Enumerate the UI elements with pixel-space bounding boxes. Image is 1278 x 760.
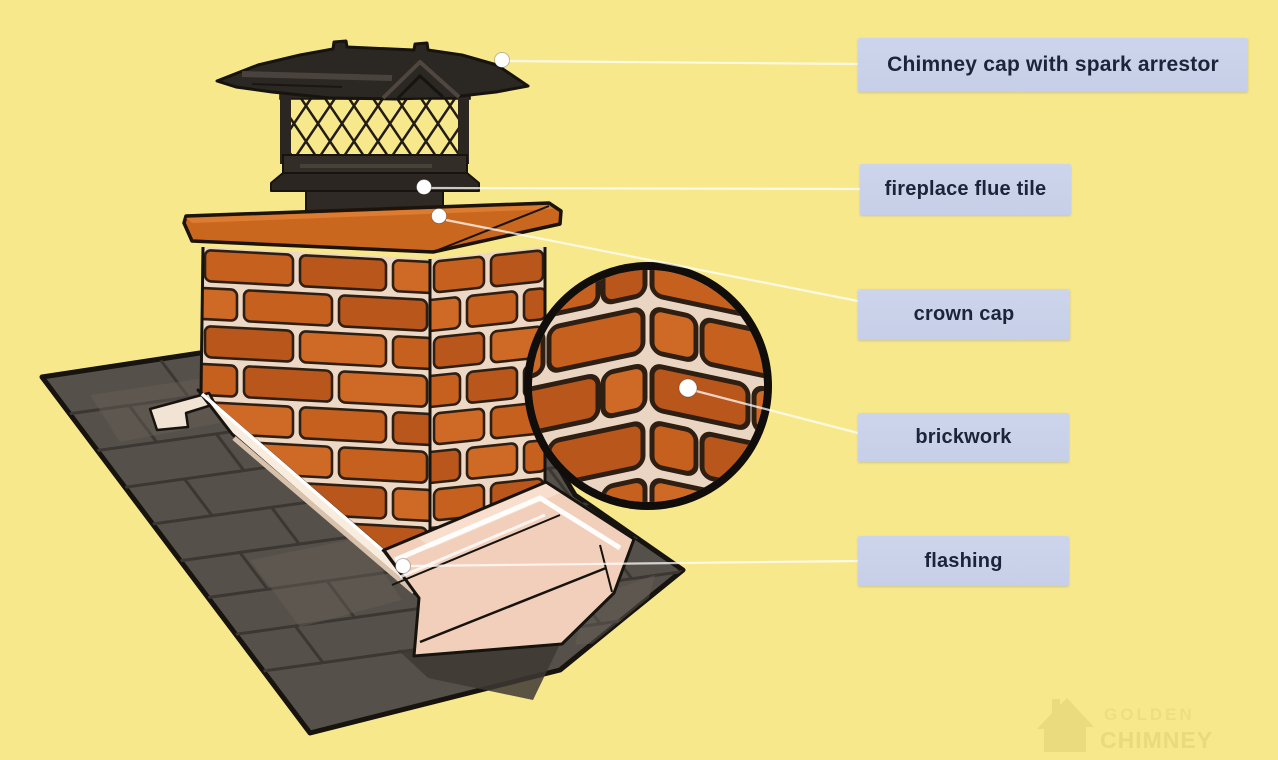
callout-line-cap	[508, 59, 859, 66]
watermark-top-text: GOLDEN	[1104, 705, 1195, 724]
label-crown-cap-text: crown cap	[913, 303, 1015, 325]
flashing-shadow	[398, 644, 560, 700]
magnifier-border	[524, 262, 772, 510]
label-chimney-cap: Chimney cap with spark arrestor	[858, 38, 1248, 92]
label-chimney-cap-text: Chimney cap with spark arrestor	[887, 53, 1219, 76]
callout-dot-brick	[678, 378, 698, 398]
callout-dot-cap	[494, 52, 510, 68]
callout-dot-flashing	[395, 558, 411, 574]
flashing-apron	[382, 480, 636, 658]
callout-lines	[410, 59, 861, 568]
golden-chimney-watermark: GOLDEN CHIMNEY	[1037, 698, 1213, 753]
callout-dot-crown	[431, 208, 447, 224]
callout-line-flue	[430, 186, 861, 191]
watermark-bottom-text: CHIMNEY	[1100, 727, 1213, 753]
callout-dot-flue	[416, 179, 432, 195]
watermark-house-icon	[1037, 698, 1094, 752]
callout-line-flashing	[410, 559, 859, 568]
flashing-step-piece	[148, 391, 217, 432]
label-flashing: flashing	[858, 536, 1069, 586]
label-brickwork-text: brickwork	[915, 426, 1012, 448]
label-brickwork: brickwork	[858, 413, 1069, 462]
label-fireplace-flue-tile-text: fireplace flue tile	[884, 178, 1047, 200]
flashing	[148, 388, 636, 658]
callout-line-brick	[695, 389, 859, 435]
label-fireplace-flue-tile: fireplace flue tile	[860, 164, 1071, 215]
callout-dots	[395, 52, 698, 574]
chimney-cap	[215, 39, 530, 101]
cap-collar	[270, 154, 480, 192]
label-crown-cap: crown cap	[858, 289, 1070, 340]
callout-line-crown	[445, 218, 859, 303]
label-flashing-text: flashing	[924, 549, 1003, 572]
